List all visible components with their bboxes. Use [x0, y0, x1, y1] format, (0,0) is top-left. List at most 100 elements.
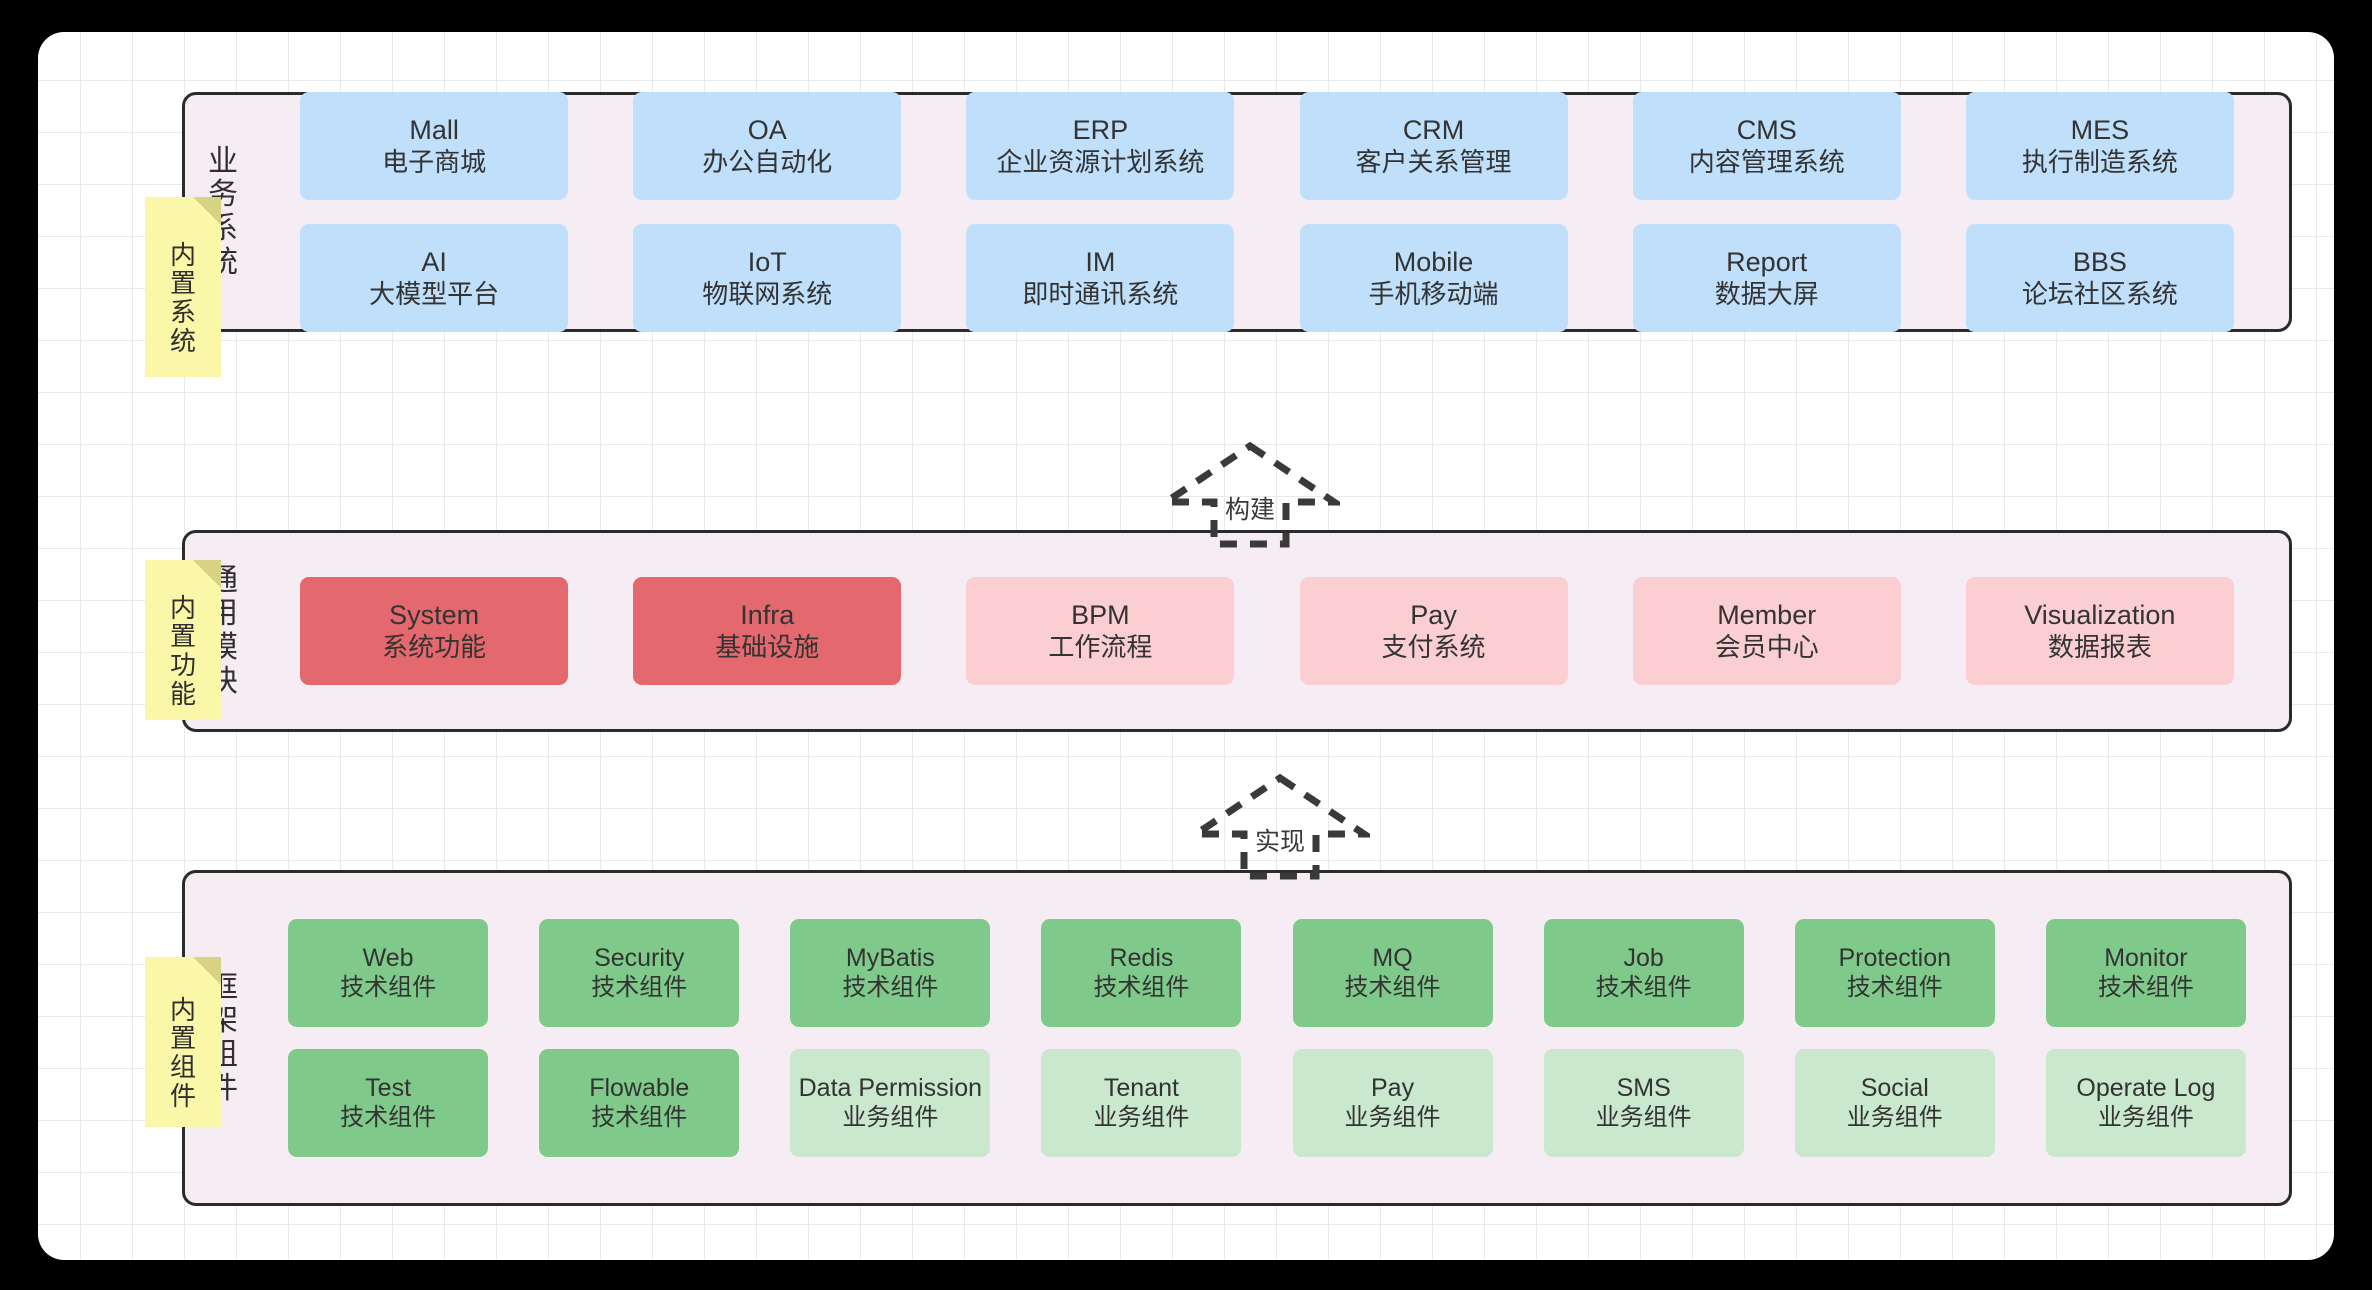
sticky-note-builtin-systems[interactable]: 内 置 系 统 — [145, 197, 221, 377]
tile-subtitle: 系统功能 — [382, 631, 487, 662]
tile-tenant[interactable]: Tenant 业务组件 — [1041, 1049, 1242, 1157]
tile-bpm[interactable]: BPM 工作流程 — [966, 577, 1235, 685]
note-char: 内 — [169, 994, 196, 1025]
tile-subtitle: 工作流程 — [1048, 631, 1153, 662]
tile-title: MQ — [1372, 944, 1413, 973]
tile-subtitle: 会员中心 — [1714, 631, 1819, 662]
note-char: 置 — [169, 268, 196, 299]
tile-pay-component[interactable]: Pay 业务组件 — [1292, 1049, 1493, 1157]
tile-monitor[interactable]: Monitor 技术组件 — [2045, 919, 2246, 1027]
tile-member[interactable]: Member 会员中心 — [1632, 577, 1901, 685]
tile-system[interactable]: System 系统功能 — [300, 577, 569, 685]
tile-title: Visualization — [2024, 599, 2176, 630]
tile-report[interactable]: Report 数据大屏 — [1632, 224, 1901, 332]
tile-subtitle: 技术组件 — [1846, 973, 1943, 1001]
tile-subtitle: 基础设施 — [715, 631, 820, 662]
tile-data-permission[interactable]: Data Permission 业务组件 — [790, 1049, 991, 1157]
tile-subtitle: 业务组件 — [1595, 1103, 1692, 1131]
note-char: 内 — [169, 592, 196, 623]
note-char: 内 — [169, 239, 196, 270]
tile-mybatis[interactable]: MyBatis 技术组件 — [790, 919, 991, 1027]
tile-social[interactable]: Social 业务组件 — [1794, 1049, 1995, 1157]
band-common-modules[interactable]: 通 用 模 块 System 系统功能 Infra 基础设施 BPM 工作流程 … — [182, 530, 2292, 732]
tile-title: IM — [1085, 246, 1116, 277]
tile-subtitle: 物联网系统 — [702, 278, 833, 309]
tile-title: Infra — [740, 599, 795, 630]
note-char: 置 — [169, 1023, 196, 1054]
tile-title: AI — [421, 246, 447, 277]
tile-oa[interactable]: OA 办公自动化 — [633, 92, 902, 200]
tile-subtitle: 即时通讯系统 — [1022, 278, 1179, 309]
tile-subtitle: 技术组件 — [1344, 973, 1441, 1001]
tile-redis[interactable]: Redis 技术组件 — [1041, 919, 1242, 1027]
tile-subtitle: 技术组件 — [1595, 973, 1692, 1001]
note-char: 功 — [169, 650, 196, 680]
tile-title: Social — [1860, 1074, 1929, 1103]
tile-subtitle: 技术组件 — [591, 973, 688, 1001]
tile-title: Pay — [1410, 599, 1457, 630]
connector-implement-arrow[interactable]: 实现 — [1190, 772, 1370, 882]
tile-title: Job — [1623, 944, 1664, 973]
tile-subtitle: 企业资源计划系统 — [996, 146, 1205, 177]
tile-title: Monitor — [2104, 944, 2188, 973]
tile-subtitle: 业务组件 — [1846, 1103, 1943, 1131]
tile-iot[interactable]: IoT 物联网系统 — [633, 224, 902, 332]
tile-subtitle: 数据报表 — [2047, 631, 2152, 662]
tile-visualization[interactable]: Visualization 数据报表 — [1965, 577, 2234, 685]
tile-title: OA — [747, 114, 787, 145]
tile-subtitle: 大模型平台 — [369, 278, 500, 309]
tile-title: Mall — [409, 114, 459, 145]
tile-erp[interactable]: ERP 企业资源计划系统 — [966, 92, 1235, 200]
tile-test[interactable]: Test 技术组件 — [288, 1049, 489, 1157]
tile-subtitle: 技术组件 — [2097, 973, 2194, 1001]
tile-title: Security — [594, 944, 685, 973]
band-business-systems[interactable]: 业 务 系 统 Mall 电子商城 OA 办公自动化 ERP 企业资源计划系统 … — [182, 92, 2292, 332]
tile-grid-framework-components: Web 技术组件 Security 技术组件 MyBatis 技术组件 Redi… — [255, 919, 2289, 1157]
band-framework-components[interactable]: 框 架 组 件 Web 技术组件 Security 技术组件 MyBatis 技… — [182, 870, 2292, 1206]
tile-cms[interactable]: CMS 内容管理系统 — [1632, 92, 1901, 200]
tile-subtitle: 数据大屏 — [1714, 278, 1819, 309]
tile-subtitle: 手机移动端 — [1368, 278, 1499, 309]
tile-mall[interactable]: Mall 电子商城 — [300, 92, 569, 200]
tile-grid-common-modules: System 系统功能 Infra 基础设施 BPM 工作流程 Pay 支付系统… — [255, 577, 2289, 685]
note-char: 能 — [169, 678, 196, 709]
tile-operate-log[interactable]: Operate Log 业务组件 — [2045, 1049, 2246, 1157]
tile-title: Protection — [1838, 944, 1952, 973]
tile-title: Web — [362, 944, 414, 973]
up-arrow-icon — [1190, 773, 1370, 880]
tile-title: CRM — [1402, 114, 1465, 145]
tile-protection[interactable]: Protection 技术组件 — [1794, 919, 1995, 1027]
note-char: 系 — [169, 297, 196, 327]
tile-pay-module[interactable]: Pay 支付系统 — [1299, 577, 1568, 685]
tile-title: Member — [1717, 599, 1817, 630]
tile-im[interactable]: IM 即时通讯系统 — [966, 224, 1235, 332]
tile-subtitle: 技术组件 — [340, 1103, 437, 1131]
tile-title: CMS — [1736, 114, 1797, 145]
tile-title: Flowable — [589, 1074, 690, 1103]
tile-bbs[interactable]: BBS 论坛社区系统 — [1965, 224, 2234, 332]
tile-subtitle: 电子商城 — [382, 146, 487, 177]
tile-title: Report — [1726, 246, 1808, 277]
tile-web[interactable]: Web 技术组件 — [288, 919, 489, 1027]
note-char: 件 — [169, 1080, 196, 1111]
tile-mobile[interactable]: Mobile 手机移动端 — [1299, 224, 1568, 332]
tile-mq[interactable]: MQ 技术组件 — [1292, 919, 1493, 1027]
tile-subtitle: 客户关系管理 — [1355, 146, 1512, 177]
tile-grid-business-systems: Mall 电子商城 OA 办公自动化 ERP 企业资源计划系统 CRM 客户关系… — [255, 92, 2289, 332]
tile-flowable[interactable]: Flowable 技术组件 — [539, 1049, 740, 1157]
tile-security[interactable]: Security 技术组件 — [539, 919, 740, 1027]
tile-job[interactable]: Job 技术组件 — [1543, 919, 1744, 1027]
sticky-note-builtin-components[interactable]: 内 置 组 件 — [145, 957, 221, 1127]
tile-sms[interactable]: SMS 业务组件 — [1543, 1049, 1744, 1157]
tile-ai[interactable]: AI 大模型平台 — [300, 224, 569, 332]
sticky-note-builtin-functions[interactable]: 内 置 功 能 — [145, 560, 221, 720]
tile-title: Test — [365, 1074, 412, 1103]
tile-title: Tenant — [1103, 1074, 1179, 1103]
tile-crm[interactable]: CRM 客户关系管理 — [1299, 92, 1568, 200]
tile-infra[interactable]: Infra 基础设施 — [633, 577, 902, 685]
tile-mes[interactable]: MES 执行制造系统 — [1965, 92, 2234, 200]
connector-build-arrow[interactable]: 构建 — [1160, 440, 1340, 550]
tile-subtitle: 技术组件 — [591, 1103, 688, 1131]
tile-title: System — [389, 599, 480, 630]
tile-title: ERP — [1072, 114, 1129, 145]
